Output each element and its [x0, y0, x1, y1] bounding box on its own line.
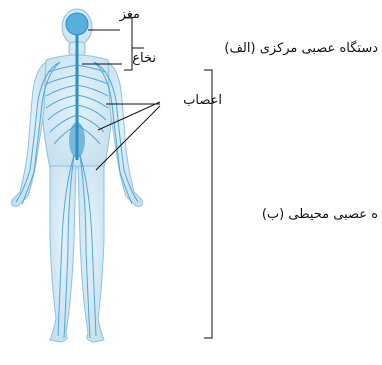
- brain-shape: [66, 13, 88, 35]
- lumbar-plexus: [69, 122, 85, 158]
- spinal-cord-label: نخاع: [132, 52, 156, 65]
- brain-label: مغز: [120, 8, 140, 21]
- nerves-label: اعصاب: [183, 94, 222, 107]
- cns-label: دستگاه عصبی مرکزی (الف): [224, 42, 378, 55]
- pns-label: ه عصبی محیطی (ب): [262, 208, 378, 221]
